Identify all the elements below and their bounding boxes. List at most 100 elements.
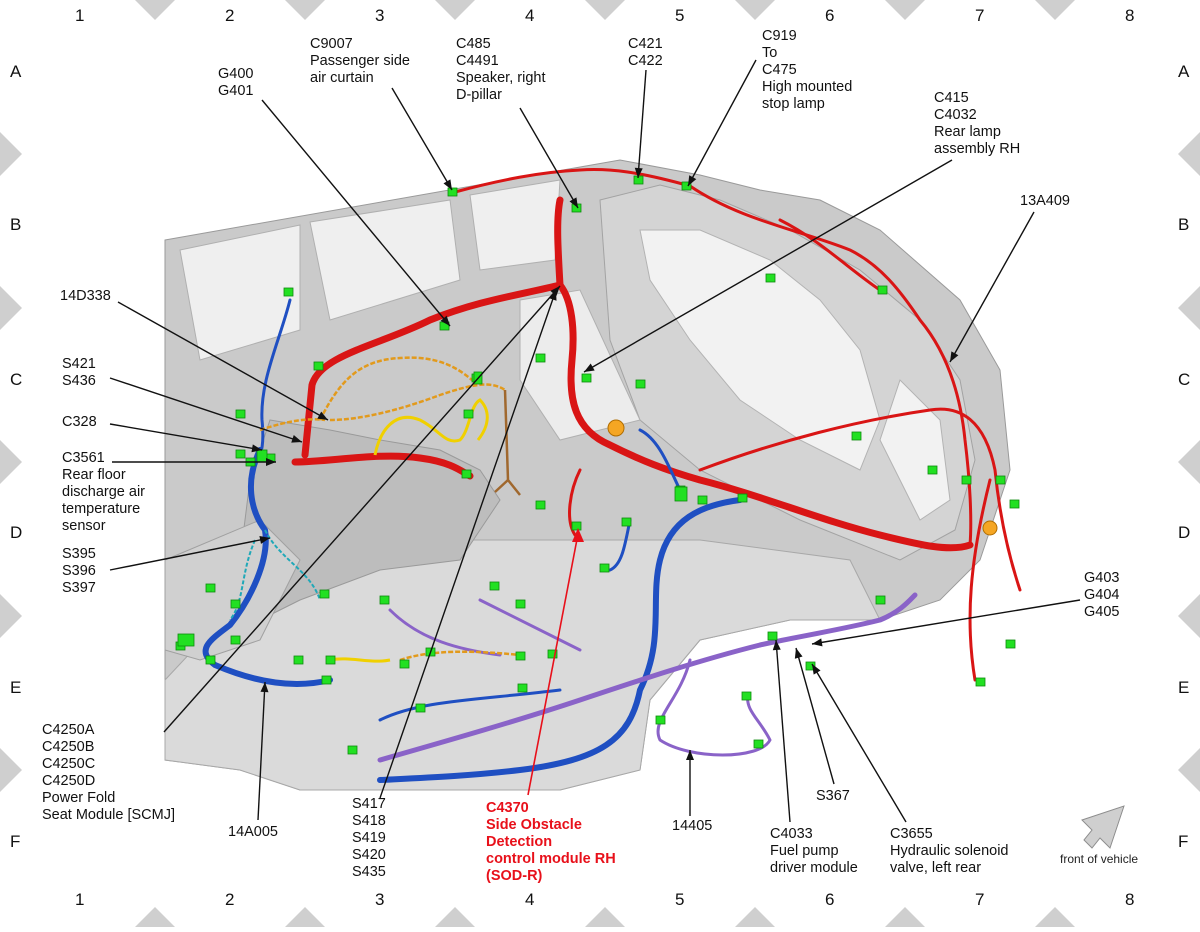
s367-leader-line bbox=[795, 647, 835, 785]
zone-marker-bottom-0 bbox=[135, 907, 175, 927]
grid-row-label-B-right: B bbox=[1178, 215, 1190, 234]
c4370-arrowhead bbox=[572, 528, 584, 542]
vehicle-body-shell bbox=[164, 159, 1011, 791]
c4033-leader-line bbox=[775, 639, 791, 823]
s417-arrowhead bbox=[548, 290, 557, 301]
connector-marker bbox=[415, 703, 426, 713]
grid-row-label-F-left: F bbox=[10, 832, 21, 851]
connector-marker bbox=[851, 431, 862, 441]
connector-marker bbox=[515, 599, 526, 609]
g400-leader-line bbox=[261, 99, 451, 327]
grid-row-label-D-left: D bbox=[10, 523, 23, 542]
14a005-arrowhead bbox=[260, 682, 269, 693]
connector-marker bbox=[535, 500, 546, 510]
grid-column-label-3-top: 3 bbox=[375, 6, 385, 25]
grid-row-label-B-left: B bbox=[10, 215, 22, 234]
grid-row-label-D-right: D bbox=[1178, 523, 1191, 542]
connector-marker bbox=[753, 739, 764, 749]
connector-marker bbox=[379, 595, 390, 605]
zone-marker-top-1 bbox=[285, 0, 325, 20]
connector-marker bbox=[737, 493, 748, 503]
s395-leader-line bbox=[109, 537, 271, 571]
zone-marker-bottom-3 bbox=[585, 907, 625, 927]
c485-arrowhead bbox=[569, 197, 578, 208]
zone-marker-left-2 bbox=[0, 286, 22, 330]
g403-leader-line bbox=[811, 599, 1081, 645]
zone-marker-bottom-1 bbox=[285, 907, 325, 927]
c9007-arrowhead bbox=[443, 179, 452, 190]
zone-marker-right-4 bbox=[1178, 594, 1200, 638]
callout-s417: S417 S418 S419 S420 S435 bbox=[352, 796, 386, 880]
harness-brown-grounds bbox=[494, 389, 521, 496]
zone-marker-top-6 bbox=[1035, 0, 1075, 20]
connector-marker bbox=[547, 649, 558, 659]
zone-marker-left-1 bbox=[0, 132, 22, 176]
callout-c3655: C3655 Hydraulic solenoid valve, left rea… bbox=[890, 826, 1009, 876]
14a005-leader-line bbox=[257, 681, 266, 821]
connector-marker bbox=[399, 659, 410, 669]
s421-leader-line bbox=[109, 377, 303, 443]
zone-marker-bottom-5 bbox=[885, 907, 925, 927]
14405-arrowhead bbox=[686, 750, 694, 760]
c415-leader-line bbox=[583, 159, 953, 373]
callout-c9007: C9007 Passenger side air curtain bbox=[310, 36, 410, 86]
s421-arrowhead bbox=[291, 435, 302, 443]
zone-marker-left-3 bbox=[0, 440, 22, 484]
zone-marker-right-2 bbox=[1178, 286, 1200, 330]
connector-marker bbox=[321, 675, 332, 685]
front-of-vehicle-label: front of vehicle bbox=[1060, 852, 1139, 866]
connector-marker bbox=[581, 373, 592, 383]
connector-marker bbox=[877, 285, 888, 295]
zone-marker-top-0 bbox=[135, 0, 175, 20]
14d338-leader-line bbox=[117, 301, 329, 421]
s395-arrowhead bbox=[259, 536, 270, 544]
callout-13a409: 13A409 bbox=[1020, 193, 1070, 209]
connector-marker bbox=[205, 655, 216, 665]
c328-leader-line bbox=[109, 423, 263, 451]
grid-column-label-8-bottom: 8 bbox=[1125, 890, 1135, 909]
s417-leader-line bbox=[379, 289, 557, 799]
connector-marker bbox=[681, 181, 692, 191]
grid-row-label-E-right: E bbox=[1178, 678, 1190, 697]
zone-marker-top-5 bbox=[885, 0, 925, 20]
c485-leader-line bbox=[519, 107, 579, 209]
connector-marker bbox=[1009, 499, 1020, 509]
connector-marker bbox=[655, 715, 666, 725]
grid-column-label-3-bottom: 3 bbox=[375, 890, 385, 909]
13a409-leader-line bbox=[949, 211, 1035, 363]
callout-c421: C421 C422 bbox=[628, 36, 663, 69]
connector-marker bbox=[535, 353, 546, 363]
connector-marker bbox=[235, 409, 246, 419]
c3561-arrowhead bbox=[266, 458, 276, 466]
zone-marker-left-5 bbox=[0, 748, 22, 792]
s367-arrowhead bbox=[794, 648, 803, 659]
grid-column-label-5-bottom: 5 bbox=[675, 890, 685, 909]
connector-marker bbox=[235, 449, 246, 459]
zone-marker-bottom-4 bbox=[735, 907, 775, 927]
connector-marker bbox=[621, 517, 632, 527]
connector-marker bbox=[741, 691, 752, 701]
callout-c328: C328 bbox=[62, 414, 97, 430]
callout-c485: C485 C4491 Speaker, right D-pillar bbox=[456, 36, 546, 103]
connector-marker bbox=[489, 581, 500, 591]
callout-g400: G400 G401 bbox=[218, 66, 254, 99]
grid-column-label-6-bottom: 6 bbox=[825, 890, 835, 909]
grid-row-label-C-left: C bbox=[10, 370, 23, 389]
zone-marker-right-3 bbox=[1178, 440, 1200, 484]
connector-marker bbox=[697, 495, 708, 505]
connector-marker bbox=[230, 635, 241, 645]
orange-solenoid-components bbox=[607, 419, 998, 536]
callout-s395: S395 S396 S397 bbox=[62, 546, 96, 596]
grid-column-label-4-top: 4 bbox=[525, 6, 535, 25]
zone-marker-right-1 bbox=[1178, 132, 1200, 176]
callout-14405: 14405 bbox=[672, 818, 713, 834]
connector-block bbox=[256, 449, 268, 463]
callout-c415: C415 C4032 Rear lamp assembly RH bbox=[934, 90, 1021, 157]
connector-marker bbox=[995, 475, 1006, 485]
callout-14d338: 14D338 bbox=[60, 288, 111, 304]
c4033-arrowhead bbox=[772, 640, 781, 651]
grid-column-label-2-top: 2 bbox=[225, 6, 235, 25]
harness-14d338-orange bbox=[259, 356, 521, 662]
grid-row-label-F-right: F bbox=[1178, 832, 1189, 851]
